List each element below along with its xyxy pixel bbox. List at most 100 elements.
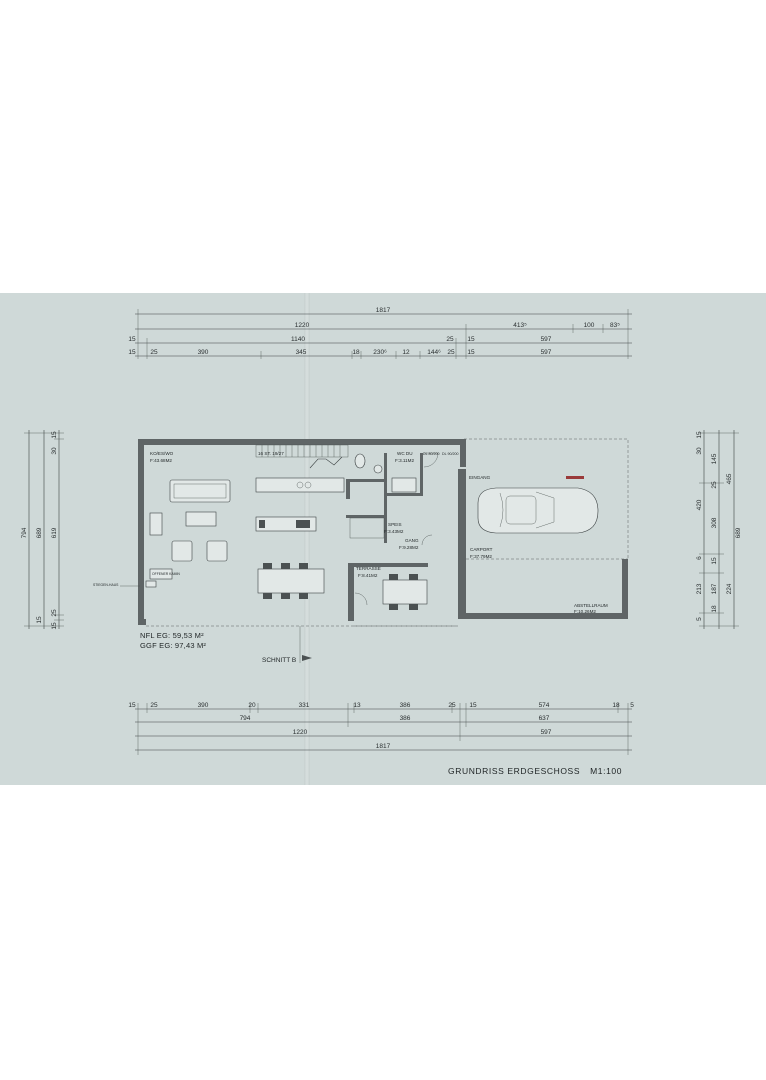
room-living-name: KO/ES/WO [150,451,174,456]
dim-top-r4-15b: 15 [467,349,475,356]
dim-left-30: 30 [51,447,58,455]
dim-bot-r1-574: 574 [539,702,550,709]
dim-bot-r2-794: 794 [240,715,251,722]
room-gang-area: F:9.28M2 [399,545,419,550]
wc-sink [373,464,383,474]
dim-left-619: 619 [51,527,58,538]
top-dimension-chains: 1817 1220 413⁵ 100 83⁵ 15 1140 25 15 597… [128,307,632,359]
dim-right-187: 187 [711,583,718,594]
dim-top-1220: 1220 [295,322,310,329]
tv-unit [149,512,163,536]
section-mark-label: SCHNITT B [262,657,297,664]
dim-top-100: 100 [584,322,595,329]
drawing-title-text: GRUNDRISS ERDGESCHOSS [448,766,581,776]
dim-right-465: 465 [726,473,733,484]
technik-box [145,580,157,588]
dim-right-420: 420 [696,499,703,510]
drawing-scale: M1:100 [590,766,623,776]
dim-top-r4-15: 15 [128,349,136,356]
drawing-title: GRUNDRISS ERDGESCHOSS M1:100 [448,766,622,776]
dim-bot-r3-1220: 1220 [293,729,308,736]
dim-right-224: 224 [726,583,733,594]
sofa [169,479,231,503]
dining-table [257,568,325,594]
room-abstell-area: F:10.26M2 [574,609,596,614]
dim-right-689: 689 [735,527,742,538]
kitchen-counter-back [255,477,345,493]
dim-bot-r1-25: 25 [150,702,158,709]
dim-left-15: 15 [51,431,58,439]
room-living-area: F:43.68M2 [150,458,172,463]
paper-fold [304,293,310,785]
dim-bot-r1-15b: 15 [469,702,477,709]
room-carport-name: CARPORT [470,547,493,552]
left-dimension-chains: 794 689 15 30 619 25 15 15 [21,430,64,630]
dim-bot-r1-331: 331 [299,702,310,709]
marker [566,476,584,479]
dim-bot-r2-637: 637 [539,715,550,722]
dim-right-213: 213 [696,583,703,594]
dim-bot-r1-25b: 25 [448,702,456,709]
armchair-right [206,540,228,562]
room-wc-name: WC DU [397,451,413,456]
plan-sheet: 1817 1220 413⁵ 100 83⁵ 15 1140 25 15 597… [0,293,766,785]
room-speis-area: F:3.43M2 [384,529,404,534]
fireplace [149,568,173,580]
dim-bot-r2-386: 386 [400,715,411,722]
dim-bot-r1-15: 15 [128,702,136,709]
room-speis-name: SPEIS [388,522,402,527]
dim-bot-r1-18: 18 [612,702,620,709]
shower [391,477,417,493]
toilet [354,453,366,469]
dim-top-4135: 413⁵ [513,322,527,329]
outside-label: STIEGEN-HAUS [93,583,119,587]
dim-left-15c: 15 [51,622,58,630]
dim-top-r4-597: 597 [541,349,552,356]
room-abstell-name: ABSTELLRAUM [574,603,608,608]
right-dimension-chains: 15 30 145 25 420 308 6 15 213 187 18 5 4… [696,430,742,629]
room-terrasse-name: TERRASSE [356,566,381,571]
room-carport-area: F:37.79M2 [470,554,492,559]
dim-top-r4-390: 390 [198,349,209,356]
door-entry-label: DL 90/200 [442,452,458,456]
coffee-table [185,511,217,527]
dim-bot-r1-5: 5 [630,702,634,709]
ggf-area-text: GGF EG: 97,43 M² [140,641,207,650]
floor-plan-drawing: 1817 1220 413⁵ 100 83⁵ 15 1140 25 15 597… [21,307,742,755]
dim-bot-r3-597: 597 [541,729,552,736]
dim-right-5: 5 [696,617,703,621]
dim-top-r4-25b: 25 [447,349,455,356]
room-gang-name: GANG [405,538,419,543]
dim-right-145: 145 [711,453,718,464]
dim-top-r4-25: 25 [150,349,158,356]
dim-right-25: 25 [711,481,718,489]
building-plan [120,438,629,663]
dim-top-r3-15b: 15 [467,336,475,343]
dim-top-r3-597: 597 [541,336,552,343]
dim-bot-r1-13: 13 [353,702,361,709]
dim-left-15b: 15 [36,616,43,624]
car [477,487,599,534]
entrance-label: EINGANG [469,475,491,480]
room-wc-area: F:3.11M2 [395,458,415,463]
dim-left-25: 25 [51,609,58,617]
dim-top-r4-12: 12 [402,349,410,356]
armchair-left [171,540,193,562]
dim-top-r4-18: 18 [352,349,360,356]
terrace-table [382,579,428,605]
room-terrasse-area: F:8.41M2 [358,573,378,578]
dim-bot-r1-386: 386 [400,702,411,709]
dim-top-r4-1446: 144⁶ [427,349,441,356]
dim-top-total: 1817 [376,307,391,314]
room-labels: KO/ES/WO F:43.68M2 16 ST. 19/27 WC DU F:… [93,451,608,614]
dim-top-1140: 1140 [291,336,305,343]
door-wc-label: DL 80/200 [423,452,439,456]
dim-top-r3-25: 25 [446,336,454,343]
staircase [255,444,349,469]
dim-right-15b: 15 [711,557,718,565]
dim-right-30: 30 [696,447,703,455]
bottom-dimension-chains: 15 25 390 20 331 13 386 25 15 574 18 5 7… [128,702,634,755]
dim-top-r4-2306: 230⁶ [373,349,387,356]
dim-right-18: 18 [711,605,718,613]
dim-top-835: 83⁵ [610,322,620,329]
